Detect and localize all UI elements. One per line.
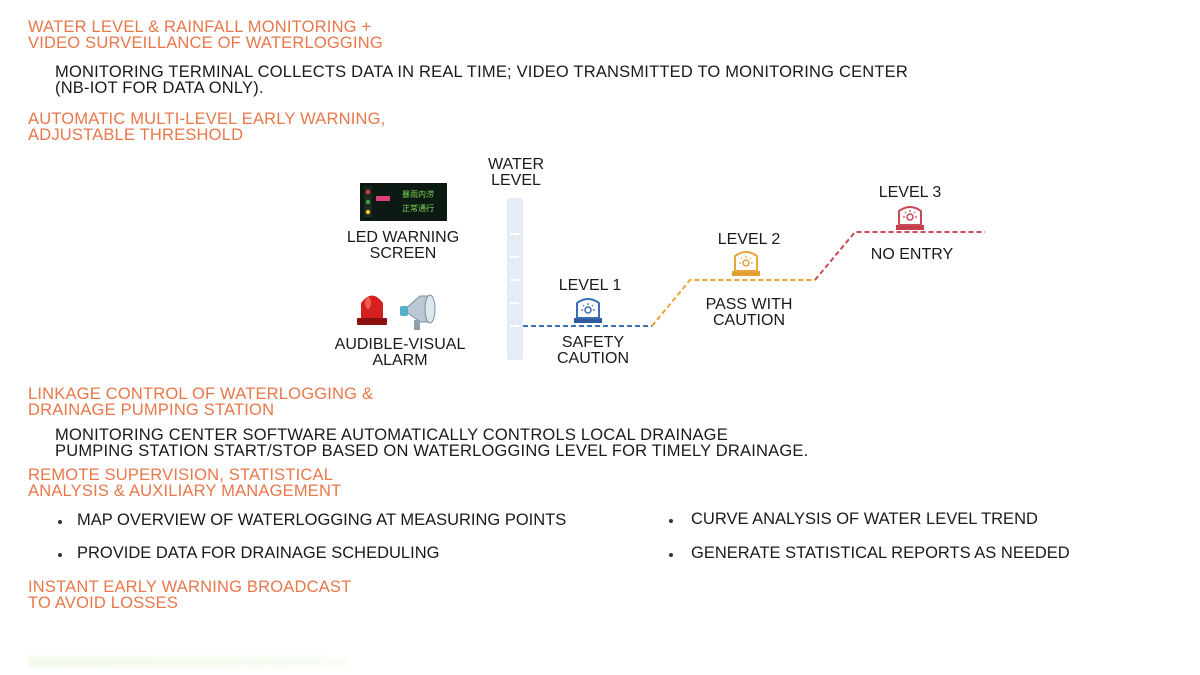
led-warning-screen-icon: 暴雨内涝 正常通行 (360, 183, 447, 221)
led-text-top: 暴雨内涝 (402, 189, 434, 199)
section-heading-monitoring: WATER LEVEL & RAINFALL MONITORING + VIDE… (28, 18, 383, 52)
section-text-linkage-control: MONITORING CENTER SOFTWARE AUTOMATICALLY… (55, 426, 809, 460)
label-line: LED WARNING (346, 229, 460, 246)
label-line: LEVEL (491, 172, 541, 189)
level3-description: NO ENTRY (870, 246, 954, 263)
faint-decoration-bar (28, 657, 348, 667)
heading-line: INSTANT EARLY WARNING BROADCAST (28, 578, 352, 596)
section-heading-early-warning: AUTOMATIC MULTI-LEVEL EARLY WARNING, ADJ… (28, 110, 386, 144)
label-line: WATER (488, 156, 544, 173)
heading-line: ANALYSIS & AUXILIARY MANAGEMENT (28, 481, 342, 500)
bullet-dot-icon (669, 553, 673, 557)
label-line: SAFETY (561, 334, 625, 351)
section-heading-linkage-control: LINKAGE CONTROL OF WATERLOGGING & DRAINA… (28, 385, 374, 419)
led-text-bottom: 正常通行 (402, 203, 434, 213)
text-line: (NB-IOT FOR DATA ONLY). (55, 78, 264, 97)
heading-line: REMOTE SUPERVISION, STATISTICAL (28, 466, 334, 484)
heading-line: ADJUSTABLE THRESHOLD (28, 125, 244, 144)
led-warning-screen-label: LED WARNING SCREEN (347, 230, 459, 262)
level2-to-level3-dashed-line (814, 231, 985, 281)
level1-beacon-icon (574, 298, 602, 323)
bullet-item: PROVIDE DATA FOR DRAINAGE SCHEDULING (77, 544, 440, 562)
label-line: ALARM (372, 352, 428, 369)
section-text-monitoring: MONITORING TERMINAL COLLECTS DATA IN REA… (55, 63, 909, 97)
water-level-label: WATER LEVEL (488, 157, 544, 189)
level1-title: LEVEL 1 (558, 277, 622, 294)
level1-to-level2-dashed-line (651, 279, 815, 327)
bullet-item: MAP OVERVIEW OF WATERLOGGING AT MEASURIN… (77, 511, 567, 529)
label-line: SCREEN (369, 245, 437, 262)
label-line: CAUTION (712, 312, 785, 329)
heading-line: AUTOMATIC MULTI-LEVEL EARLY WARNING, (28, 110, 386, 128)
heading-line: VIDEO SURVEILLANCE OF WATERLOGGING (28, 33, 383, 52)
heading-line: LINKAGE CONTROL OF WATERLOGGING & (28, 385, 374, 403)
bullet-item: CURVE ANALYSIS OF WATER LEVEL TREND (691, 510, 1038, 528)
text-line: PUMPING STATION START/STOP BASED ON WATE… (55, 441, 809, 460)
text-line: MONITORING CENTER SOFTWARE AUTOMATICALLY… (55, 426, 728, 444)
label-line: AUDIBLE-VISUAL (334, 336, 466, 353)
text-line: MONITORING TERMINAL COLLECTS DATA IN REA… (55, 63, 909, 81)
loudspeaker-icon (400, 294, 436, 330)
bullet-dot-icon (58, 520, 62, 524)
label-line: PASS WITH (705, 296, 793, 313)
level3-beacon-icon (896, 206, 924, 230)
heading-line: TO AVOID LOSSES (28, 593, 179, 612)
section-heading-remote-supervision: REMOTE SUPERVISION, STATISTICAL ANALYSIS… (28, 466, 342, 500)
heading-line: WATER LEVEL & RAINFALL MONITORING + (28, 18, 372, 36)
level3-title: LEVEL 3 (878, 184, 942, 201)
level2-description: PASS WITH CAUTION (706, 297, 793, 329)
label-line: CAUTION (557, 350, 629, 367)
bullet-item: GENERATE STATISTICAL REPORTS AS NEEDED (691, 544, 1070, 562)
level2-beacon-icon (732, 251, 760, 276)
heading-line: DRAINAGE PUMPING STATION (28, 400, 275, 419)
bullet-dot-icon (669, 519, 673, 523)
section-heading-broadcast: INSTANT EARLY WARNING BROADCAST TO AVOID… (28, 578, 352, 612)
level1-description: SAFETY CAUTION (557, 335, 629, 367)
level2-title: LEVEL 2 (717, 231, 781, 248)
water-level-ticks (510, 233, 519, 327)
red-siren-icon (357, 295, 387, 325)
audible-visual-alarm-label: AUDIBLE-VISUAL ALARM (335, 337, 466, 369)
bullet-dot-icon (58, 553, 62, 557)
